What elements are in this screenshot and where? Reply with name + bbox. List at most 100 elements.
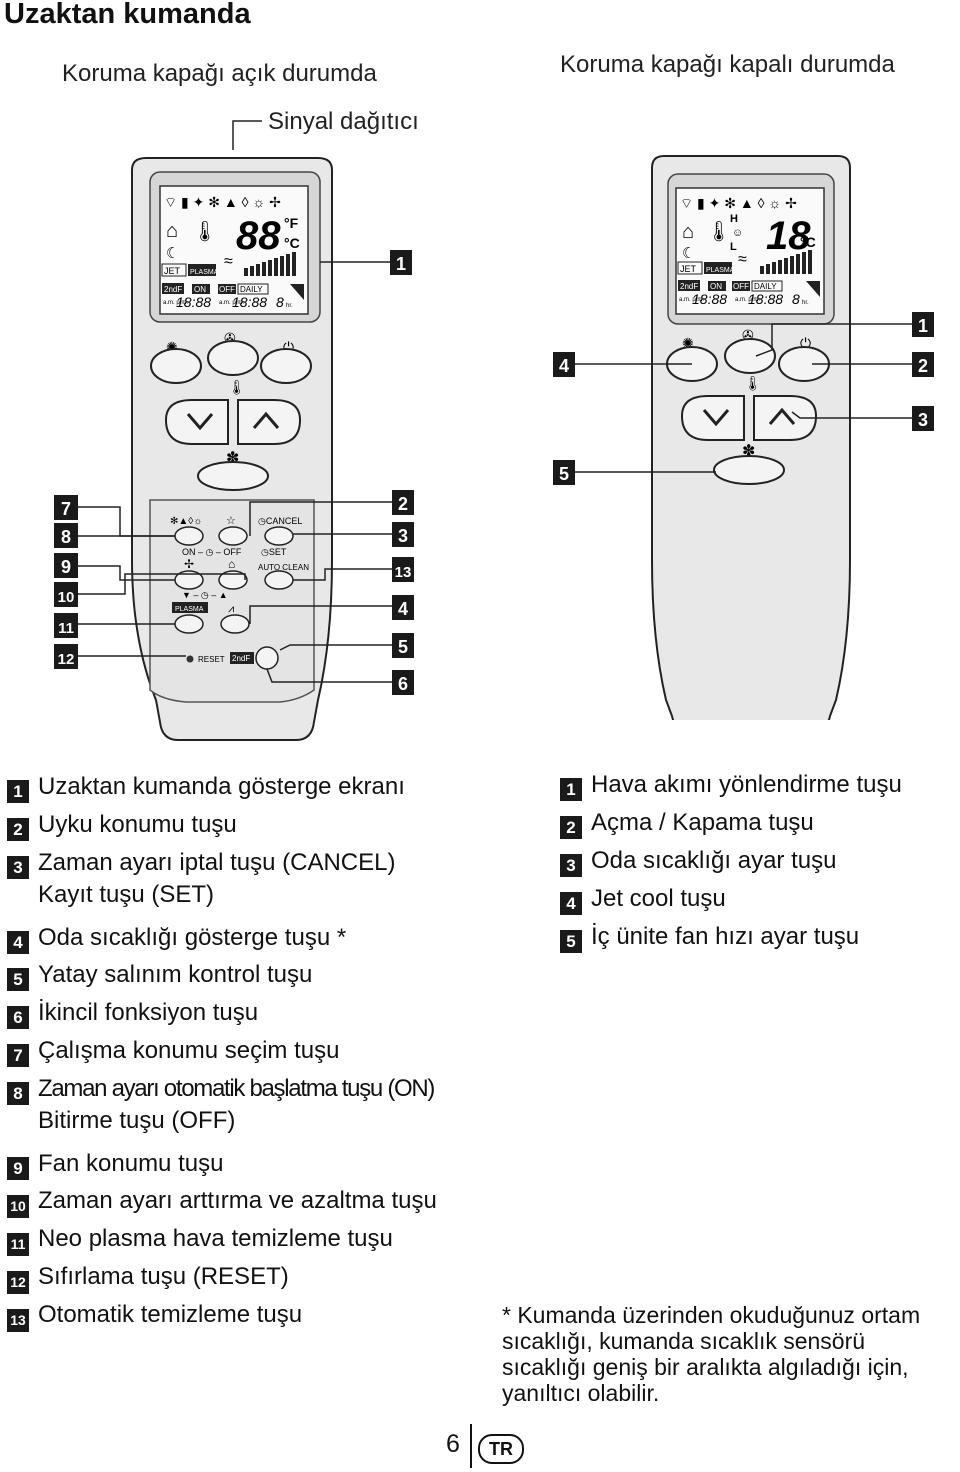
display-jet: JET [164,266,181,276]
second-f-text: 2ndF [232,654,250,663]
display-sleep-icon: ☾ [166,245,179,262]
reset-text: RESET [198,655,225,664]
display-on-box-closed [708,281,726,291]
display-plasma: PLASMA [190,269,219,276]
swing-button[interactable] [220,614,250,634]
display-unit-c-closed: °C [800,234,816,250]
callout-2: 2 [398,494,408,514]
temp-down-button[interactable] [164,399,229,445]
callout-6: 6 [398,674,408,694]
display-on-closed: ON [710,282,722,291]
callouts-closed [553,312,934,485]
power-button[interactable] [260,348,312,384]
display-jet-box [161,263,187,277]
airflow-button[interactable] [207,340,259,376]
display-ampm-2: a.m. p.m. [219,300,244,306]
cancel-button[interactable] [264,526,294,546]
mode-symbols: ✻▲◊☼ [170,516,202,527]
display-off: OFF [219,285,235,294]
display-mode-icons-closed: ⌔ ▮ ✦ ✻ ▲ ◊ ☼ ✢ [680,195,797,211]
language-badge: TR [478,1434,524,1464]
mode-button[interactable] [174,526,204,546]
display-time-1: 18:88 [176,294,211,310]
plasma-label: PLASMA [175,606,204,613]
footer-divider [470,1424,472,1468]
temp-down-button-closed[interactable] [680,395,745,441]
fan-speed-button-closed[interactable] [713,455,785,485]
display-l-closed: L [730,241,737,253]
display-unit-f: °F [284,215,299,231]
display-smile-closed: ☺ [732,227,743,239]
callout-10: 10 [58,589,75,606]
callout-5: 5 [398,637,408,657]
callout-1: 1 [396,254,406,274]
display-2ndf: 2ndF [164,285,182,294]
display-on: ON [194,285,206,294]
jet-cool-button[interactable] [150,348,202,384]
page-number: 6 [446,1430,460,1458]
display-house-icon: ⌂ [166,220,178,242]
auto-clean-text: AUTO CLEAN [258,563,309,572]
callout-3: 3 [398,526,408,546]
display-time-1-closed: 18:88 [692,291,727,307]
airflow-button-closed[interactable] [724,338,776,374]
display-hr: hr. [286,303,293,309]
display-hours: 8 [276,294,284,310]
display-2ndf-closed: 2ndF [680,282,698,291]
temp-up-button[interactable] [237,399,302,445]
display-airflow-icon-closed: ≈ [738,251,747,268]
footnote-line: sıcaklığı geniş bir aralıkta algıladığı … [502,1354,909,1380]
power-symbol: ⏻ [283,339,294,355]
second-function-button[interactable] [255,646,279,670]
cancel-text: ◷CANCEL [258,516,302,526]
plasma-button[interactable] [174,614,204,634]
display-time-2-closed: 18:88 [748,291,783,307]
display-daily-box [237,283,269,295]
swing-h-symbol: ⩘ [228,603,234,615]
display-fan-bars [244,252,296,276]
display-h-closed: H [730,213,738,225]
display-jet-box-closed [677,261,703,275]
time-adjust-text: ▼ – ◷ – ▲ [182,590,228,600]
callouts-right-open [390,250,414,695]
swing-symbol-closed: ✺ [682,335,694,351]
display-screen-closed [675,187,825,315]
display-jet-closed: JET [680,264,697,274]
footnote: * Kumanda üzerinden okuduğunuz ortam sıc… [502,1302,960,1406]
temp-up-button-closed[interactable] [753,395,818,441]
display-daily-closed: DAILY [754,282,777,291]
callout-closed-5: 5 [559,464,569,484]
auto-clean-button[interactable] [264,570,294,590]
display-hr-closed: hr. [802,300,809,306]
display-daily: DAILY [240,285,263,294]
chevron-up-icon [252,411,280,429]
chevron-down-icon [186,413,214,431]
caption-cover-closed: Koruma kapağı kapalı durumda [560,51,895,78]
room-temp-button[interactable] [218,570,248,590]
display-ampm-2-closed: a.m. p.m. [735,297,760,303]
display-temp-digits: 88 [236,214,281,258]
remote-open-diagram: ⌔ ▮ ✦ ✻ ▲ ◊ ☼ ✢ ⌂ 🌡 88 °F °C ☾ JET PLASM… [54,120,414,741]
display-daily-box-closed [751,280,783,292]
display-2ndf-box [162,283,184,294]
legend-item-continued: Kayıt tuşu (SET) [38,881,215,908]
callout-4: 4 [398,599,408,619]
temperature-symbol: 🌡 [228,379,246,395]
callout-13: 13 [395,564,412,581]
reset-hole[interactable] [186,655,194,663]
chevron-up-icon-closed [768,407,796,425]
room-temp-symbol: ⌂ [228,557,235,571]
callout-closed-3: 3 [918,410,928,430]
display-plasma-box-closed [704,262,732,274]
legend-item-continued: Bitirme tuşu (OFF) [38,1107,236,1134]
fan-speed-button[interactable] [197,461,269,491]
footnote-line: yanıltıcı olabilir. [502,1380,660,1406]
sleep-button[interactable] [218,526,248,546]
